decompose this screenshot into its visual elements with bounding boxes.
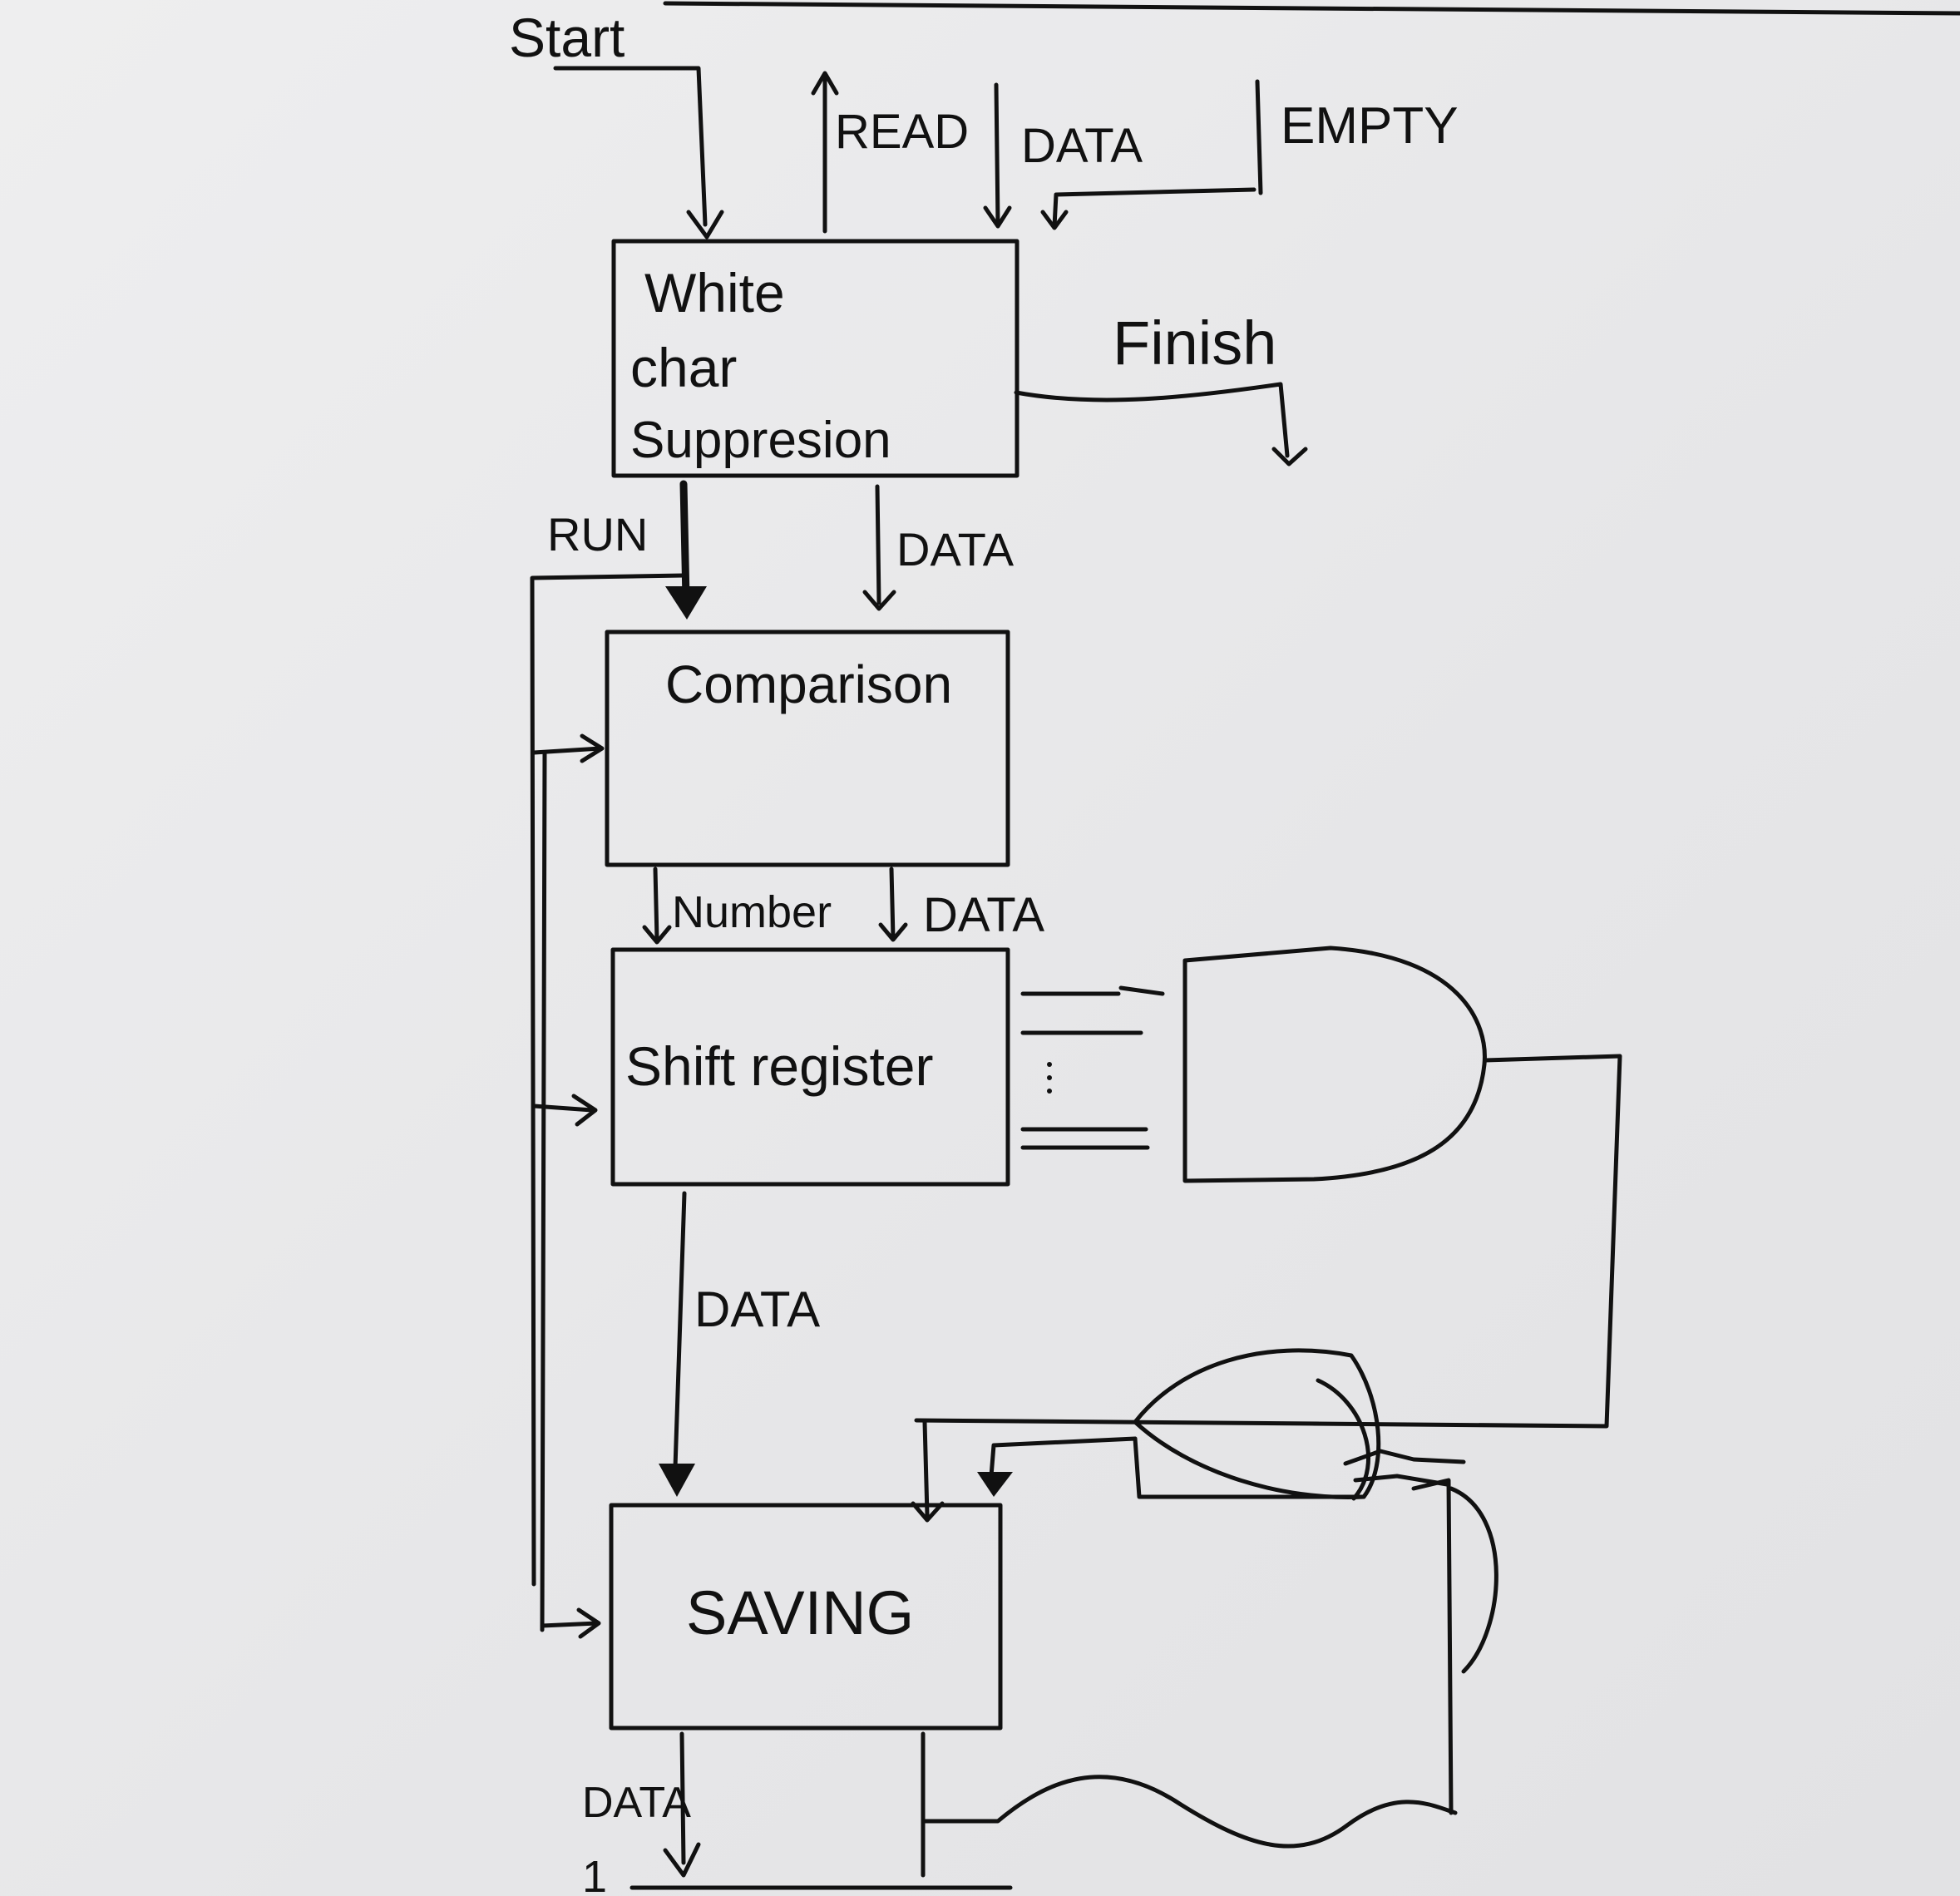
shift-register-block	[610, 947, 1010, 1187]
number-arrowhead	[642, 925, 672, 945]
empty-arrowhead	[1040, 210, 1069, 230]
or-to-saving-wire	[922, 1420, 930, 1518]
finish-arrowhead	[1271, 447, 1308, 467]
run-to-saving-arrowhead	[576, 1607, 601, 1639]
data-wcs-cmp-wire	[875, 484, 881, 605]
empty-tick	[1255, 79, 1263, 195]
data-sr-saving-label: DATA	[694, 1281, 820, 1337]
comparison-label: Comparison	[665, 654, 952, 714]
data-in-label: DATA	[1021, 119, 1143, 173]
feedback-wave-wire	[921, 1775, 1458, 1849]
white-char-label-3: Suppresion	[630, 412, 891, 469]
finish-wire	[1014, 382, 1290, 458]
run-to-comparison	[531, 746, 603, 755]
data-cmp-sr-arrowhead	[878, 922, 908, 942]
run-label: RUN	[547, 508, 648, 560]
saving-label: SAVING	[686, 1578, 914, 1647]
data-wcs-cmp-label: DATA	[896, 523, 1015, 575]
start-label: Start	[509, 7, 625, 68]
bottom-mark: 1	[582, 1852, 607, 1896]
run-bus-left	[530, 573, 686, 1587]
white-char-label-1: White	[644, 262, 785, 323]
data-sr-saving-arrowhead	[659, 1464, 695, 1497]
number-label: Number	[672, 887, 832, 937]
data-cmp-sr-label: DATA	[923, 888, 1044, 942]
comparison-block	[605, 630, 1010, 867]
feedback-up-wire	[1411, 1478, 1454, 1815]
number-wire	[653, 867, 659, 942]
run-wire	[679, 480, 690, 603]
run-bus-inner	[540, 750, 547, 1632]
shift-register-label: Shift register	[625, 1035, 933, 1097]
and-gate	[1182, 946, 1487, 1183]
or-input-loop	[1133, 1436, 1366, 1499]
read-arrowhead	[811, 71, 839, 96]
data-out-arrowhead	[663, 1842, 701, 1878]
or-to-saving-arrowhead	[911, 1501, 945, 1523]
finish-label: Finish	[1113, 309, 1276, 378]
data-out-wire	[679, 1731, 686, 1865]
feedback-curve	[1449, 1486, 1498, 1674]
or-output-wire	[914, 1418, 1321, 1426]
and-output-wire	[1311, 1054, 1622, 1429]
parallel-output-bus	[1020, 985, 1165, 1150]
empty-label: EMPTY	[1281, 97, 1459, 155]
or-gate-back-curve	[1316, 1378, 1370, 1501]
white-char-label-2: char	[630, 337, 737, 398]
run-to-shift-arrowhead	[571, 1094, 598, 1127]
run-to-saving	[540, 1621, 600, 1628]
data-cmp-sr-wire	[889, 867, 896, 941]
page-edge-line	[663, 1, 1960, 16]
data-in-wire	[994, 82, 1000, 227]
run-arrowhead	[665, 586, 707, 620]
data-sr-saving-wire	[673, 1191, 687, 1470]
scribble-mark	[1343, 1449, 1466, 1487]
or-gate	[1133, 1348, 1381, 1499]
white-char-suppression-block	[611, 239, 1019, 478]
data-in-arrowhead	[983, 205, 1012, 229]
read-label: READ	[835, 105, 969, 159]
start-wire	[553, 66, 708, 227]
start-arrowhead	[686, 210, 724, 239]
data-out-label: DATA	[582, 1779, 691, 1827]
data-wcs-cmp-arrowhead	[862, 590, 896, 611]
saving-block	[609, 1503, 1003, 1731]
run-to-comparison-arrowhead	[580, 733, 605, 763]
or-feedback-wire	[989, 1436, 1138, 1479]
empty-wire	[1052, 187, 1256, 229]
run-to-shift	[531, 1104, 595, 1113]
or-feedback-arrowhead	[977, 1472, 1013, 1497]
